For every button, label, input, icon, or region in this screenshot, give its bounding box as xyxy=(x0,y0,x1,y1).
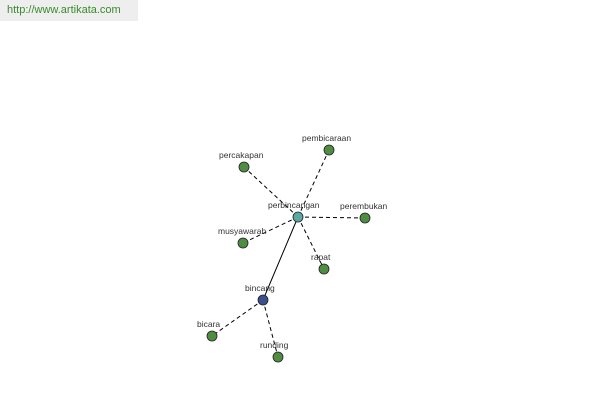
node-label-bincang[interactable]: bincang xyxy=(245,283,275,293)
node-perembukan[interactable] xyxy=(359,212,371,224)
node-bicara[interactable] xyxy=(206,330,218,342)
edge-perbincangan-perembukan xyxy=(297,216,366,219)
node-perbincangan[interactable] xyxy=(292,211,304,223)
node-label-perbincangan[interactable]: perbincangan xyxy=(268,200,320,210)
node-label-percakapan[interactable]: percakapan xyxy=(219,150,264,160)
edge-perbincangan-musyawarah xyxy=(242,216,299,244)
source-url-text[interactable]: http://www.artikata.com xyxy=(7,4,121,16)
node-layer xyxy=(206,144,371,363)
label-layer: perbincangan bincang pembicaraan percakapan… xyxy=(197,133,388,350)
edge-perbincangan-percakapan xyxy=(243,166,299,218)
edge-perbincangan-pembicaraan xyxy=(297,149,330,218)
node-label-bicara[interactable]: bicara xyxy=(197,319,220,329)
edge-bincang-bicara xyxy=(211,299,264,337)
source-banner: http://www.artikata.com xyxy=(0,0,138,21)
node-label-rapat[interactable]: rapat xyxy=(311,252,331,262)
node-rapat[interactable] xyxy=(318,263,330,275)
node-runding[interactable] xyxy=(272,351,284,363)
edge-layer xyxy=(211,149,366,358)
node-label-pembicaraan[interactable]: pembicaraan xyxy=(302,133,351,143)
edge-perbincangan-rapat xyxy=(297,216,325,270)
edge-perbincangan-bincang xyxy=(262,216,299,301)
node-label-runding[interactable]: runding xyxy=(260,340,289,350)
node-musyawarah[interactable] xyxy=(237,237,249,249)
node-bincang[interactable] xyxy=(257,294,269,306)
node-pembicaraan[interactable] xyxy=(323,144,335,156)
node-percakapan[interactable] xyxy=(238,161,250,173)
node-label-perembukan[interactable]: perembukan xyxy=(340,201,388,211)
edge-bincang-runding xyxy=(262,299,279,358)
node-label-musyawarah[interactable]: musyawarah xyxy=(218,226,266,236)
